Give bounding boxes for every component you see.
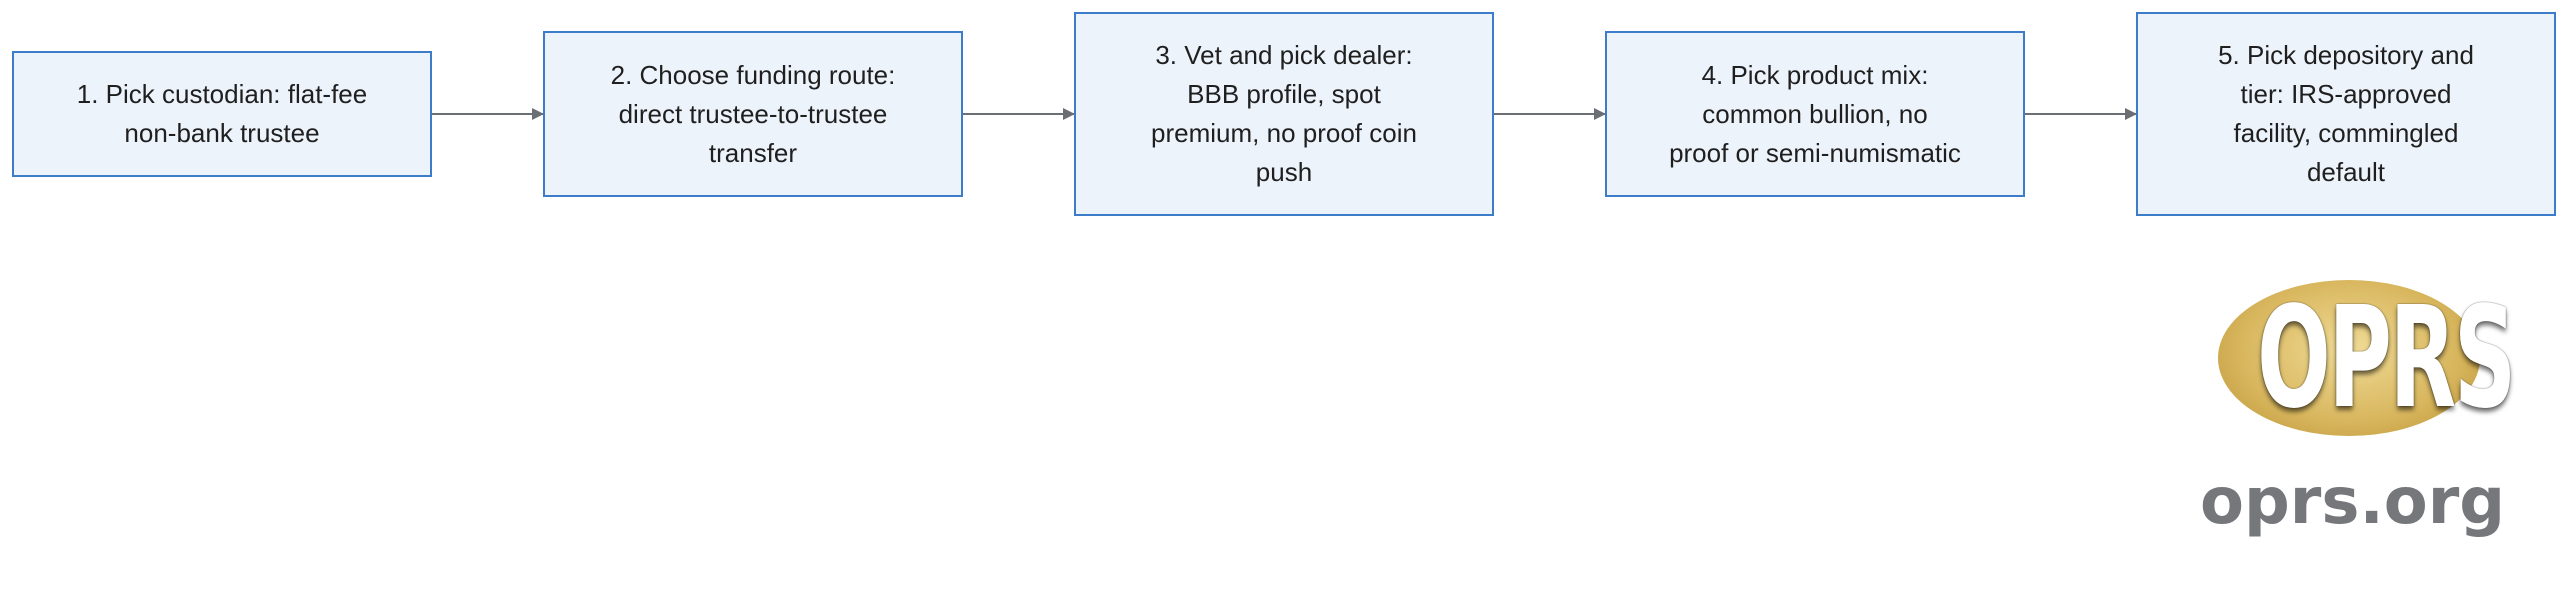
step-1-box: 1. Pick custodian: flat-fee non-bank tru… bbox=[12, 51, 432, 177]
step-2-label: 2. Choose funding route: direct trustee-… bbox=[610, 59, 896, 168]
logo-mark-text: OPRS bbox=[2257, 277, 2516, 440]
step-3-box: 3. Vet and pick dealer: BBB profile, spo… bbox=[1074, 12, 1494, 216]
step-1-label: 1. Pick custodian: flat-fee non-bank tru… bbox=[76, 79, 368, 148]
step-5-box: 5. Pick depository and tier: IRS-approve… bbox=[2136, 12, 2556, 216]
oprs-logo[interactable]: OPRS oprs.org bbox=[2200, 270, 2516, 570]
step-4-box: 4. Pick product mix: common bullion, no … bbox=[1605, 31, 2025, 197]
step-4-label: 4. Pick product mix: common bullion, no … bbox=[1669, 59, 1961, 168]
step-3-label: 3. Vet and pick dealer: BBB profile, spo… bbox=[1151, 40, 1417, 187]
step-2-box: 2. Choose funding route: direct trustee-… bbox=[543, 31, 963, 197]
logo-site-text: oprs.org bbox=[2200, 465, 2506, 539]
step-5-label: 5. Pick depository and tier: IRS-approve… bbox=[2218, 40, 2474, 187]
logo-oval-background bbox=[2218, 280, 2480, 436]
